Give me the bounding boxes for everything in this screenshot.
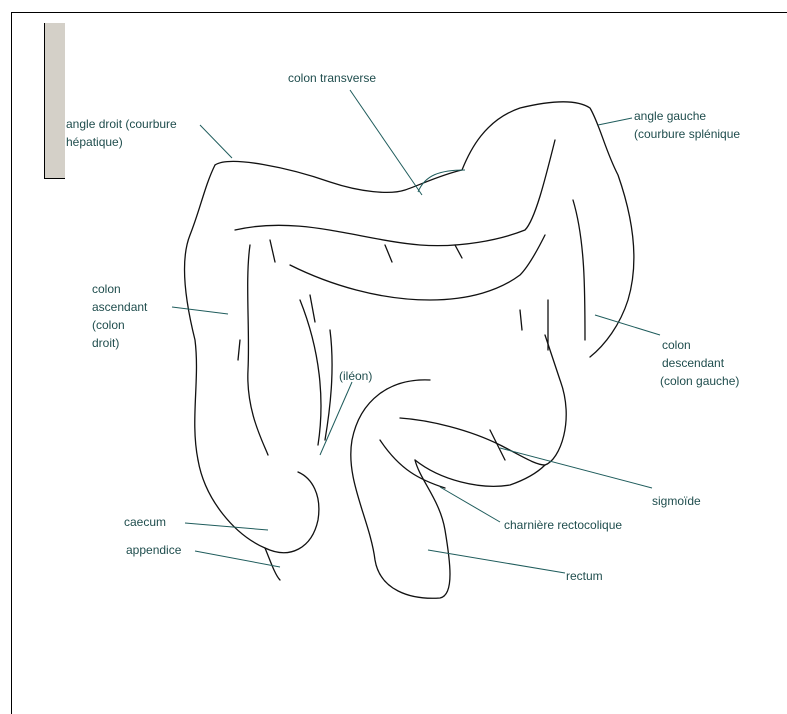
label-appendix: appendice [126,542,181,558]
label-ascending-line2: ascendant [92,299,147,315]
label-hinge: charnière rectocolique [504,517,622,533]
label-ascending-line1: colon [92,281,121,297]
label-angle-right-line1: angle droit (courbure [66,116,177,132]
label-angle-left-line1: angle gauche [634,108,706,124]
label-ileon: (iléon) [339,368,372,384]
leader-sigmoid [500,448,652,488]
leader-angle-right [200,125,232,158]
label-ascending-line3: (colon [92,317,125,333]
leader-transverse-hook [418,170,465,192]
label-descending-line3: (colon gauche) [660,373,739,389]
label-ascending-line4: droit) [92,335,119,351]
leader-ascending [172,307,228,314]
leader-descending [595,315,660,335]
leader-transverse [350,90,422,195]
label-caecum: caecum [124,514,166,530]
label-descending-line1: colon [662,337,691,353]
label-angle-right-line2: hépatique) [66,134,123,150]
leader-rectum [428,550,565,573]
label-angle-left-line2: (courbure splénique [634,126,740,142]
leader-caecum [185,523,268,530]
label-rectum: rectum [566,568,603,584]
label-descending-line2: descendant [662,355,724,371]
leader-angle-left [598,118,632,125]
label-sigmoid: sigmoïde [652,493,701,509]
label-colon-transverse: colon transverse [288,70,376,86]
leader-hinge [440,487,500,522]
leader-ileon [320,382,352,455]
